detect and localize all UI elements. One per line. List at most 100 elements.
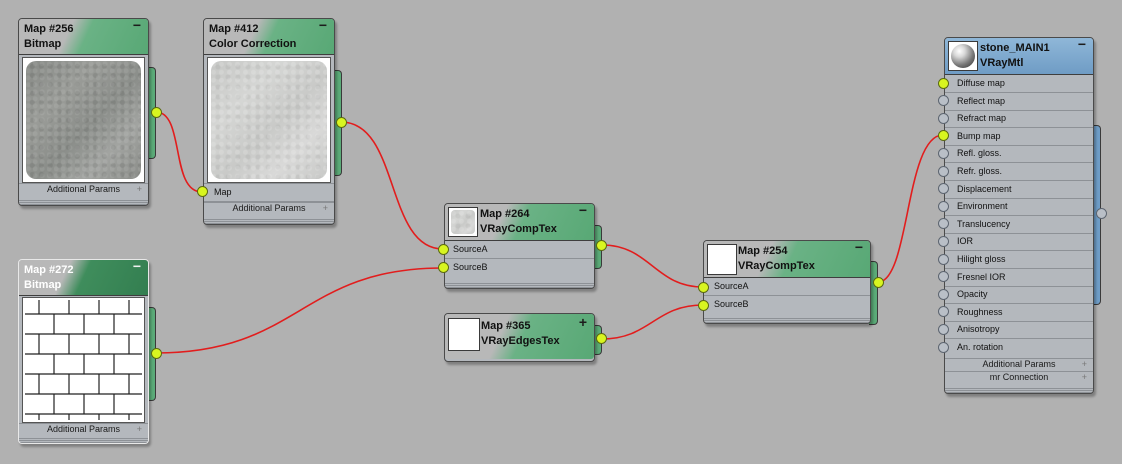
resize-grip[interactable] xyxy=(19,438,148,443)
input-socket-refr-gloss[interactable] xyxy=(938,165,949,177)
node-map-256[interactable]: Map #256 Bitmap − Additional Params + xyxy=(18,18,149,206)
param-label: Anisotropy xyxy=(957,324,1000,335)
output-tab[interactable] xyxy=(869,261,878,325)
minimize-icon[interactable]: − xyxy=(132,260,141,274)
input-socket-roughness[interactable] xyxy=(938,306,949,318)
param-label: Refr. gloss. xyxy=(957,166,1003,176)
param-row[interactable]: Refr. gloss. xyxy=(945,163,1093,181)
param-row[interactable]: Hilight gloss xyxy=(945,251,1093,269)
input-socket-source-a[interactable] xyxy=(438,244,449,255)
resize-grip[interactable] xyxy=(19,200,148,205)
footer-mr-connection[interactable]: mr Connection + xyxy=(945,371,1093,383)
node-header[interactable]: Map #264 VRayCompTex − xyxy=(445,204,594,241)
resize-grip[interactable] xyxy=(945,388,1093,393)
input-socket-translucency[interactable] xyxy=(938,218,949,230)
param-row[interactable]: Environment xyxy=(945,198,1093,217)
minimize-icon[interactable]: − xyxy=(132,19,141,33)
param-row[interactable]: Refract map xyxy=(945,110,1093,129)
node-header[interactable]: stone_MAIN1 VRayMtl − xyxy=(945,38,1093,75)
node-map-272[interactable]: Map #272 Bitmap − xyxy=(18,259,149,444)
node-stone-main1[interactable]: stone_MAIN1 VRayMtl − Diffuse map Reflec… xyxy=(944,37,1094,394)
param-label: Bump map xyxy=(957,130,1001,141)
output-socket[interactable] xyxy=(336,117,347,128)
param-row[interactable]: Roughness xyxy=(945,304,1093,322)
output-socket[interactable] xyxy=(1096,208,1107,219)
input-socket-source-a[interactable] xyxy=(698,282,709,293)
param-row[interactable]: Diffuse map xyxy=(945,75,1093,93)
expand-icon[interactable]: + xyxy=(578,314,587,330)
input-socket-map[interactable] xyxy=(197,186,208,197)
param-label: Roughness xyxy=(957,306,1003,317)
node-header[interactable]: Map #256 Bitmap − xyxy=(19,19,148,55)
param-row[interactable]: Reflect map xyxy=(945,93,1093,111)
input-socket-ior[interactable] xyxy=(938,235,949,247)
input-socket-reflect-map[interactable] xyxy=(938,95,949,107)
param-row[interactable]: An. rotation xyxy=(945,339,1093,356)
input-socket-diffuse-map[interactable] xyxy=(938,77,949,89)
output-socket[interactable] xyxy=(596,240,607,251)
comp-texture-image xyxy=(709,246,735,273)
param-row[interactable]: Translucency xyxy=(945,216,1093,234)
param-row[interactable]: IOR xyxy=(945,233,1093,252)
footer-additional-params[interactable]: Additional Params + xyxy=(19,423,148,435)
wire-254-to-stone-bump xyxy=(877,134,944,283)
input-socket-fresnel-ior[interactable] xyxy=(938,271,949,283)
node-header[interactable]: Map #365 VRayEdgesTex + xyxy=(445,314,594,359)
param-label: Translucency xyxy=(957,218,1011,229)
input-row-map[interactable]: Map xyxy=(204,183,334,202)
node-header[interactable]: Map #412 Color Correction − xyxy=(204,19,334,55)
input-socket-opacity[interactable] xyxy=(938,288,949,300)
input-socket-an-rotation[interactable] xyxy=(938,341,949,353)
node-map-264[interactable]: Map #264 VRayCompTex − SourceA SourceB xyxy=(444,203,595,289)
param-row[interactable]: Opacity xyxy=(945,286,1093,305)
minimize-icon[interactable]: − xyxy=(318,19,327,33)
node-header[interactable]: Map #254 VRayCompTex − xyxy=(704,241,870,278)
node-type: Color Correction xyxy=(209,38,297,50)
node-map-254[interactable]: Map #254 VRayCompTex − SourceA SourceB xyxy=(703,240,871,324)
output-socket[interactable] xyxy=(873,277,884,288)
input-row-source-b[interactable]: SourceB xyxy=(704,296,870,313)
node-title: Map #254 xyxy=(738,245,788,257)
edges-texture-image xyxy=(450,320,478,349)
input-socket-environment[interactable] xyxy=(938,200,949,212)
input-row-source-b[interactable]: SourceB xyxy=(445,259,594,276)
output-socket[interactable] xyxy=(151,107,162,118)
param-row[interactable]: Fresnel IOR xyxy=(945,269,1093,287)
input-socket-refl-gloss[interactable] xyxy=(938,147,949,159)
footer-label: Additional Params xyxy=(982,359,1056,369)
node-map-412[interactable]: Map #412 Color Correction − Map Addition… xyxy=(203,18,335,225)
input-row-source-a[interactable]: SourceA xyxy=(445,241,594,259)
input-row-source-a[interactable]: SourceA xyxy=(704,278,870,296)
node-map-365[interactable]: Map #365 VRayEdgesTex + xyxy=(444,313,595,362)
footer-label: Additional Params xyxy=(46,424,121,434)
footer-additional-params[interactable]: Additional Params + xyxy=(204,202,334,214)
plus-icon: + xyxy=(136,424,142,434)
resize-grip[interactable] xyxy=(445,283,594,288)
footer-additional-params[interactable]: Additional Params + xyxy=(945,358,1093,370)
minimize-icon[interactable]: − xyxy=(854,241,863,255)
input-socket-refract-map[interactable] xyxy=(938,112,949,124)
input-socket-bump-map[interactable] xyxy=(938,130,949,142)
resize-grip[interactable] xyxy=(704,318,870,323)
minimize-icon[interactable]: − xyxy=(578,204,587,218)
material-sphere-image xyxy=(951,44,975,68)
minimize-icon[interactable]: − xyxy=(1077,38,1086,52)
param-row[interactable]: Displacement xyxy=(945,181,1093,199)
input-socket-anisotropy[interactable] xyxy=(938,323,949,335)
param-row[interactable]: Anisotropy xyxy=(945,321,1093,340)
param-row[interactable]: Bump map xyxy=(945,128,1093,146)
output-socket[interactable] xyxy=(596,333,607,344)
param-label: Diffuse map xyxy=(957,78,1005,88)
input-socket-source-b[interactable] xyxy=(438,262,449,273)
input-socket-source-b[interactable] xyxy=(698,300,709,311)
input-socket-displacement[interactable] xyxy=(938,183,949,195)
resize-grip[interactable] xyxy=(204,219,334,224)
node-header[interactable]: Map #272 Bitmap − xyxy=(19,260,148,296)
plus-icon: + xyxy=(1081,359,1087,369)
footer-additional-params[interactable]: Additional Params + xyxy=(19,183,148,195)
output-socket[interactable] xyxy=(151,348,162,359)
param-row[interactable]: Refl. gloss. xyxy=(945,145,1093,164)
stone-texture-image xyxy=(211,61,327,179)
param-label: An. rotation xyxy=(957,342,1004,352)
input-socket-hilight-gloss[interactable] xyxy=(938,253,949,265)
